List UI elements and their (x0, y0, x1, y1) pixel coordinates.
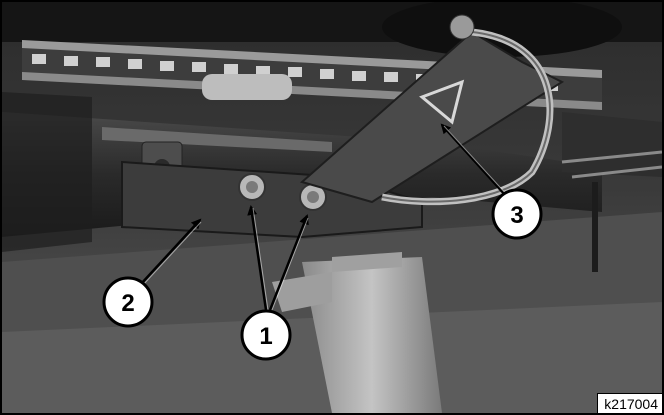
leader-3 (440, 123, 508, 198)
warning-triangle (419, 79, 465, 125)
auger-drum (382, 2, 622, 57)
callout-3: 3 (491, 188, 543, 240)
leader-1a (247, 205, 268, 311)
right-rails (561, 150, 662, 179)
callout-2: 2 (102, 276, 154, 328)
support-stand (302, 257, 442, 413)
callout-2-circle-icon (102, 276, 154, 328)
right-leg (592, 182, 598, 272)
stand-top (332, 252, 402, 272)
callout-1-label: 1 (259, 323, 272, 350)
stand-side (272, 272, 332, 312)
callout-3-circle-icon (491, 188, 543, 240)
curved-tube-edge (381, 31, 551, 203)
tube-end (449, 14, 475, 40)
callout-2-label: 2 (121, 290, 134, 317)
leader-lines (140, 123, 508, 311)
callout-1-circle-icon (240, 309, 292, 361)
leader-1b (268, 214, 309, 311)
leader-2 (140, 218, 202, 285)
left-shadow (2, 92, 92, 252)
beam-highlight (102, 127, 332, 152)
figure-id-label: k217004 (597, 393, 662, 413)
callout-3-label: 3 (510, 202, 523, 229)
callout-1: 1 (240, 309, 292, 361)
